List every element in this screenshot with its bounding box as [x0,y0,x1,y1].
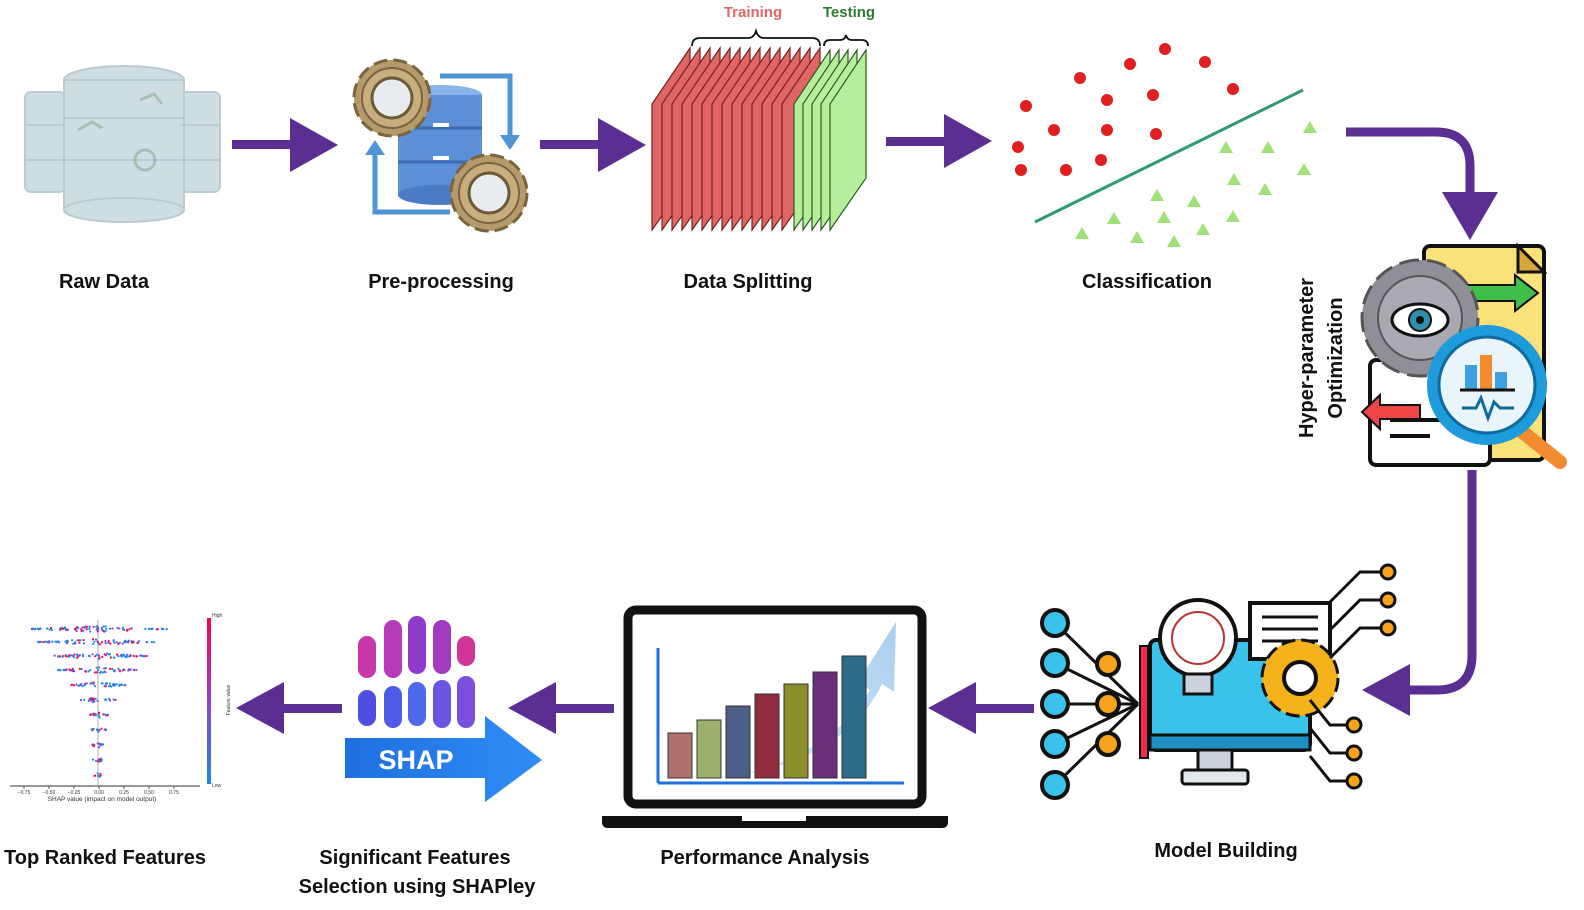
shap-xlabel: SHAP value (impact on model output) [48,796,157,803]
shap-logo-text: SHAP [378,745,453,775]
flow-arrows [232,114,1498,734]
shap-tick-label: 0.00 [94,790,104,796]
preprocessing-label: Pre-processing [368,271,514,293]
hyperparameter-label-line1: Hyper-parameter [1296,278,1318,438]
arrow-raw-to-preprocessing [232,118,338,172]
arrow-model-to-performance [928,682,1034,734]
shap-logo-icon: SHAP [345,616,542,802]
colorbar-high-label: High [212,613,223,619]
arrow-shap-to-top-ranked [236,682,342,734]
arrow-splitting-to-classification [886,114,992,168]
training-brace [691,27,821,47]
shap-tick-label: 0.50 [144,790,154,796]
raw-data-label: Raw Data [59,271,150,293]
model-building-icon [1040,563,1397,800]
shap-summary-plot-icon: High Low Feature value SHAP value (impac… [10,613,232,803]
arrow-performance-to-shap [508,682,614,734]
shap-tick-label: 0.75 [169,790,179,796]
shap-tick-label: 0.25 [119,790,129,796]
model-building-label: Model Building [1154,840,1297,862]
colorbar-low-label: Low [212,783,222,789]
testing-brace [823,34,869,47]
shap-tick-label: −0.50 [43,790,56,796]
top-ranked-label: Top Ranked Features [4,847,206,869]
scatter-icon [1012,43,1317,247]
colorbar-title: Feature value [226,684,232,715]
data-splitting-label: Data Splitting [684,271,813,293]
hyperparameter-icon [1360,242,1567,469]
shap-selection-label-line1: Significant Features [319,847,510,869]
folders-icon [651,46,867,232]
testing-label: Testing [823,4,875,21]
shap-selection-label-line2: Selection using SHAPley [299,876,537,898]
hyperparameter-label-line2: Optimization [1325,297,1347,418]
training-label: Training [724,4,782,21]
laptop-chart-icon [602,605,948,828]
performance-analysis-label: Performance Analysis [660,847,869,869]
gears-database-icon [352,58,529,233]
shap-tick-label: −0.25 [68,790,81,796]
arrow-preprocessing-to-splitting [540,118,646,172]
arrow-hyperparameter-to-model [1362,470,1477,716]
classification-label: Classification [1082,271,1212,293]
shap-tick-label: −0.75 [18,790,31,796]
database-icon [24,65,221,223]
arrow-classification-to-hyperparameter [1346,127,1498,240]
decision-boundary-line [1034,88,1304,224]
